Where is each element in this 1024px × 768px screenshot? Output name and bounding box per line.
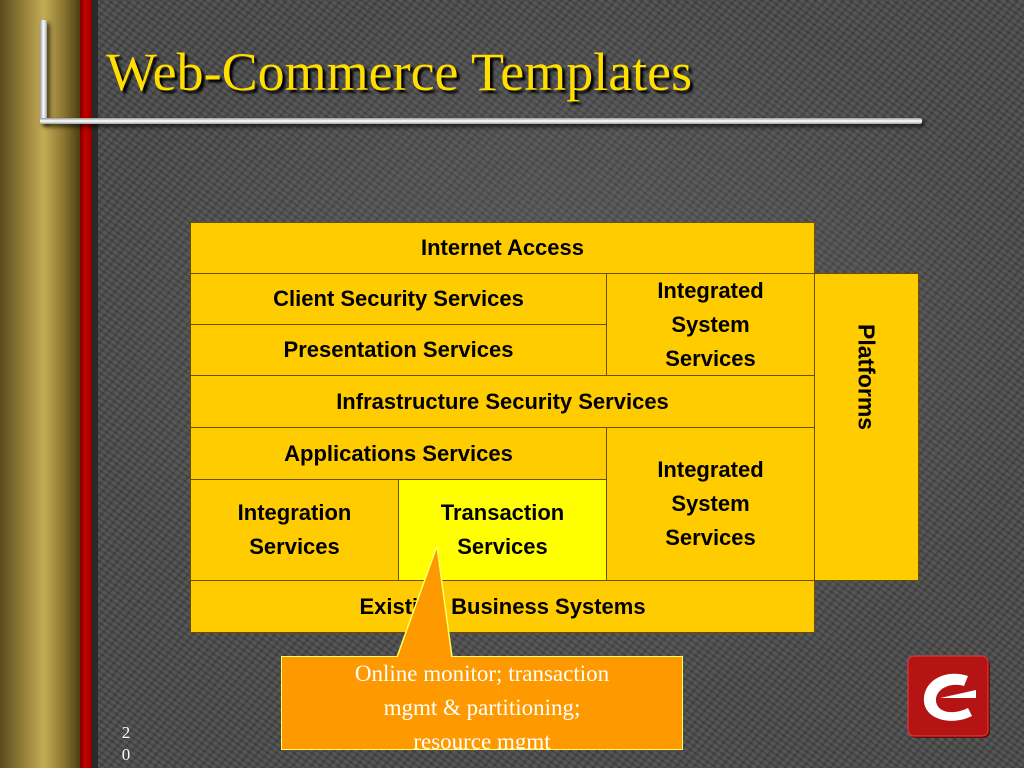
integration-label: Integration Services [237, 500, 352, 559]
platforms-label: Platforms [853, 323, 880, 431]
presentation-label: Presentation Services [283, 337, 514, 362]
integrated-system-bottom-cell: Integrated System Services [606, 427, 815, 581]
integrated-system-top-label: Integrated System Services [657, 277, 764, 371]
left-dark-stripe [92, 0, 98, 768]
existing-business-label: Existing Business Systems [359, 593, 646, 619]
applications-cell: Applications Services [190, 427, 607, 480]
integrated-system-bottom-label: Integrated System Services [657, 457, 764, 550]
slide-title: Web-Commerce Templates [106, 42, 693, 102]
internet-access-label: Internet Access [420, 235, 585, 260]
client-security-cell: Client Security Services [190, 273, 607, 325]
page-number: 20 [121, 723, 131, 764]
transaction-label: Transaction Services [440, 500, 565, 559]
client-security-label: Client Security Services [273, 286, 524, 311]
internet-access-cell: Internet Access [190, 222, 815, 274]
infrastructure-security-cell: Infrastructure Security Services [190, 375, 815, 428]
transaction-cell: Transaction Services [398, 479, 607, 581]
applications-label: Applications Services [284, 440, 513, 466]
presentation-cell: Presentation Services [190, 324, 607, 376]
callout-line-3: resource mgmt [413, 729, 551, 750]
title-frame-horizontal-line [40, 118, 922, 124]
callout-line-2: mgmt & partitioning; [383, 695, 581, 720]
integrated-system-top-cell: Integrated System Services [606, 273, 815, 376]
left-gold-panel [0, 0, 80, 768]
platforms-cell: Platforms [814, 273, 919, 581]
title-frame-vertical-line [40, 20, 47, 122]
left-red-stripe [80, 0, 92, 768]
red-c-logo-icon [907, 655, 990, 738]
callout-line-1: Online monitor; transaction [354, 661, 610, 686]
integration-cell: Integration Services [190, 479, 399, 581]
existing-business-cell: Existing Business Systems [190, 580, 815, 633]
transaction-callout-box: Online monitor; transaction mgmt & parti… [281, 656, 683, 750]
infrastructure-security-label: Infrastructure Security Services [336, 388, 669, 414]
